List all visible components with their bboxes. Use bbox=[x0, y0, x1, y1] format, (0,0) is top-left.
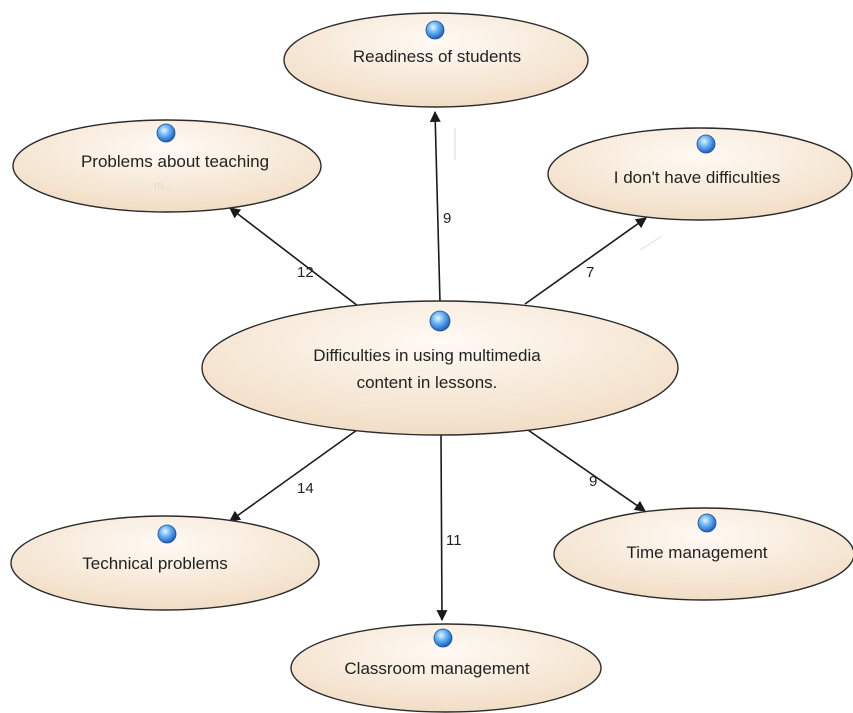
edge-weight-teaching: 12 bbox=[297, 264, 314, 281]
node-marker-icon bbox=[157, 524, 177, 544]
node-ellipse bbox=[12, 119, 322, 213]
node-label: Problems about teaching bbox=[81, 152, 269, 171]
node-ellipse bbox=[283, 12, 589, 108]
edge-weight-time: 9 bbox=[589, 473, 597, 490]
edge-time bbox=[527, 429, 646, 512]
edge-weight-classroom: 11 bbox=[446, 532, 462, 549]
edge-labels: 9 12 7 14 11 9 bbox=[297, 210, 597, 549]
node-label: I don't have difficulties bbox=[614, 168, 780, 187]
center-label-line1: Difficulties in using multimedia bbox=[313, 346, 541, 365]
node-marker-icon bbox=[433, 628, 453, 648]
center-marker-icon bbox=[429, 310, 451, 332]
node-time[interactable]: Time management bbox=[553, 507, 853, 601]
node-label: Time management bbox=[626, 543, 767, 562]
center-label-line2: content in lessons. bbox=[357, 373, 498, 392]
node-sublabel: m... bbox=[154, 180, 172, 192]
edge-teaching bbox=[229, 207, 359, 307]
node-label: Technical problems bbox=[82, 554, 228, 573]
edges bbox=[229, 110, 663, 622]
center-ellipse bbox=[201, 300, 679, 436]
node-teaching[interactable]: Problems about teaching m... bbox=[12, 119, 322, 213]
node-marker-icon bbox=[425, 20, 445, 40]
node-marker-icon bbox=[697, 513, 717, 533]
edge-weight-readiness: 9 bbox=[443, 210, 451, 227]
node-readiness[interactable]: Readiness of students bbox=[283, 12, 589, 108]
node-classroom[interactable]: Classroom management bbox=[290, 623, 602, 713]
edge-technical bbox=[229, 429, 358, 522]
node-no-difficulties[interactable]: I don't have difficulties bbox=[547, 127, 853, 221]
edge-weight-technical: 14 bbox=[297, 480, 314, 497]
ghost-trace-no-difficulties bbox=[639, 235, 663, 251]
node-ellipse bbox=[290, 623, 602, 713]
node-technical[interactable]: Technical problems bbox=[10, 515, 320, 611]
node-marker-icon bbox=[696, 134, 716, 154]
edge-readiness bbox=[429, 110, 441, 303]
node-ellipse bbox=[10, 515, 320, 611]
node-ellipse bbox=[547, 127, 853, 221]
node-marker-icon bbox=[156, 123, 176, 143]
node-center[interactable]: Difficulties in using multimedia content… bbox=[201, 300, 679, 436]
edge-no-difficulties bbox=[524, 217, 647, 305]
node-label: Readiness of students bbox=[353, 47, 521, 66]
node-ellipse bbox=[553, 507, 853, 601]
node-label: Classroom management bbox=[344, 659, 529, 678]
edge-weight-no-difficulties: 7 bbox=[586, 264, 594, 281]
edge-classroom bbox=[436, 432, 448, 622]
